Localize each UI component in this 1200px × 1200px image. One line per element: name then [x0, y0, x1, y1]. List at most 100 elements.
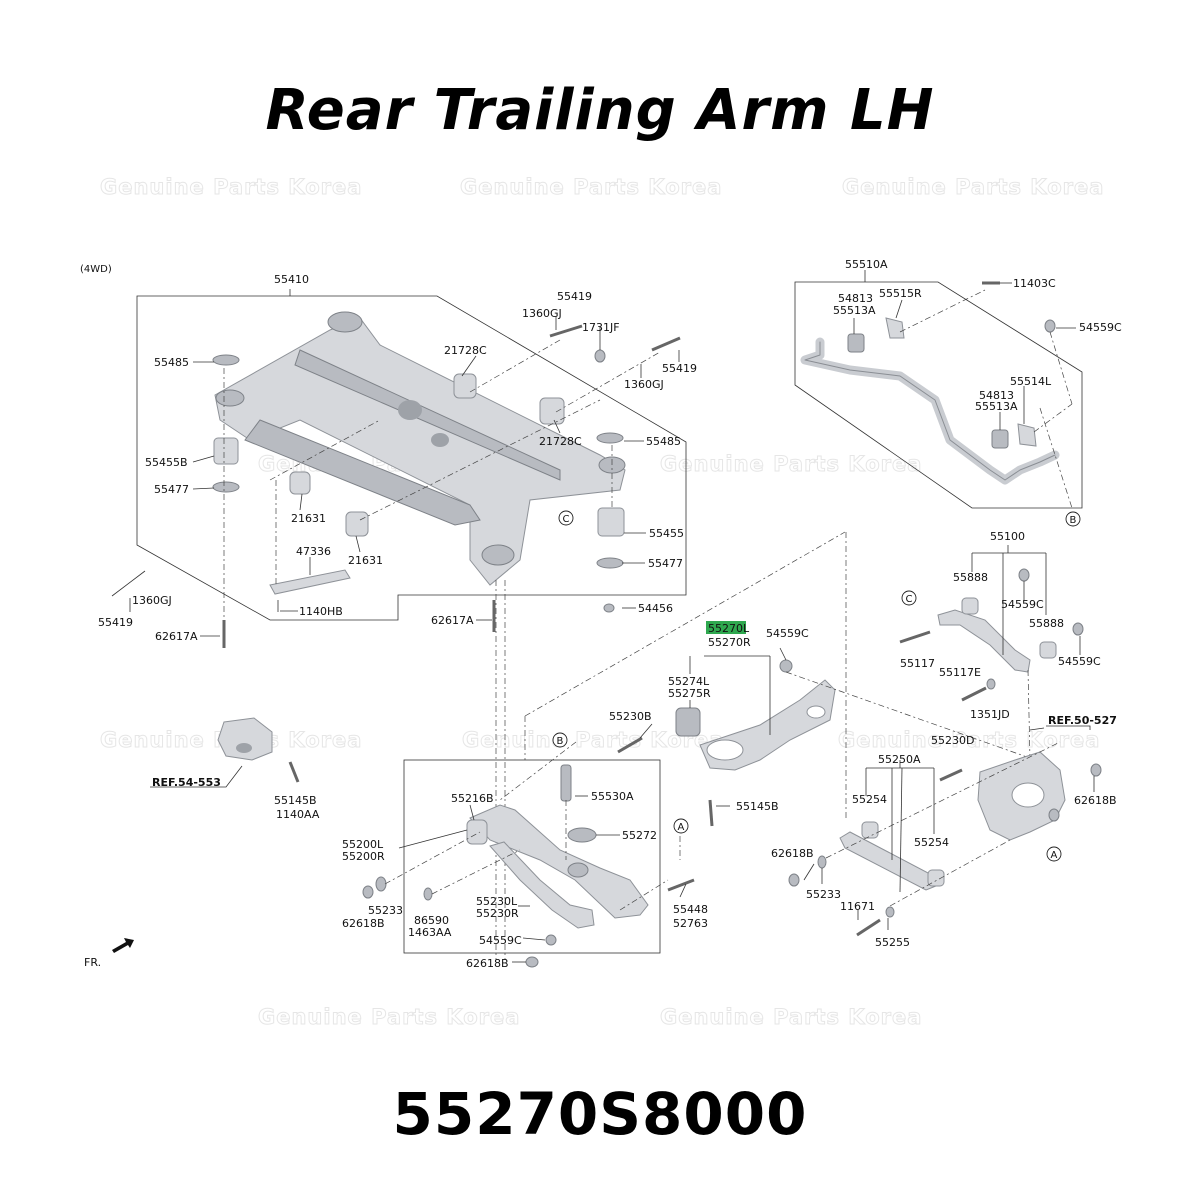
part-number: 55270S8000	[392, 1080, 808, 1148]
bushing-55455b[interactable]	[213, 437, 239, 465]
washer-55233-a[interactable]	[375, 876, 387, 892]
callout: 55477	[154, 483, 189, 496]
callout: 62618B	[1074, 794, 1117, 807]
bracket-47336[interactable]	[269, 569, 351, 595]
nut-54559c-e[interactable]	[545, 934, 557, 946]
washer-55255[interactable]	[885, 906, 895, 918]
callout: 55274L	[668, 675, 710, 688]
bolt-11671[interactable]	[856, 918, 881, 937]
bushing-55888-b[interactable]	[1039, 641, 1057, 659]
mount-ref54[interactable]	[217, 717, 273, 761]
bolt-55117e[interactable]	[961, 686, 987, 702]
callout: 55117E	[939, 666, 981, 679]
nut-62618b-d[interactable]	[1090, 763, 1102, 777]
callout: 55270R	[708, 636, 751, 649]
callout: 55100	[990, 530, 1025, 543]
watermark: Genuine Parts Korea	[841, 175, 1105, 200]
callout: 62617A	[431, 614, 474, 627]
washer-1351jd[interactable]	[986, 678, 996, 690]
bolt-55230b[interactable]	[617, 736, 643, 754]
marker-c	[558, 510, 574, 526]
callout: 55455	[649, 527, 684, 540]
lower-arm-55230l[interactable]	[489, 841, 595, 929]
callout: 55233	[806, 888, 841, 901]
ref-label: REF.50-527	[1048, 714, 1117, 727]
bushing-55254-a[interactable]	[861, 821, 879, 839]
callout: 21631	[291, 512, 326, 525]
lower-arm-55200l[interactable]	[469, 804, 649, 919]
bushing-55254-b[interactable]	[927, 869, 945, 887]
callout: 62617A	[155, 630, 198, 643]
callout: 55275R	[668, 687, 711, 700]
bolt-55117[interactable]	[899, 630, 931, 644]
marker-a	[673, 818, 689, 834]
variant-label: (4WD)	[80, 264, 112, 275]
callout: 54813	[838, 292, 873, 305]
bracket-55515r[interactable]	[885, 317, 905, 339]
callout: 1360GJ	[624, 378, 664, 391]
washer-55477[interactable]	[212, 481, 240, 493]
callout: 52763	[673, 917, 708, 930]
callout: 55455B	[145, 456, 188, 469]
callout: 55254	[914, 836, 949, 849]
washer-55485[interactable]	[212, 354, 240, 366]
marker-label: C	[563, 514, 570, 525]
callout-highlighted: 55270L	[708, 622, 750, 635]
bolt-55145b[interactable]	[708, 799, 714, 827]
callout: 54559C	[1079, 321, 1122, 334]
callout: 86590	[414, 914, 449, 927]
bolt-55419-c[interactable]	[111, 570, 146, 597]
bolt-55419-b[interactable]	[651, 336, 681, 352]
callout: 62618B	[342, 917, 385, 930]
washer-55485-b[interactable]	[596, 432, 624, 444]
callout: 1140HB	[299, 605, 343, 618]
callout: 55419	[98, 616, 133, 629]
bolt-55145b-a[interactable]	[288, 761, 300, 783]
callout: 55117	[900, 657, 935, 670]
bolt-55419-a[interactable]	[549, 324, 583, 338]
bushing-55888-a[interactable]	[961, 597, 979, 615]
nut-62618b-e[interactable]	[788, 873, 800, 887]
bushing-55216b[interactable]	[466, 819, 488, 845]
subframe-group-frame	[136, 295, 687, 621]
watermark: Genuine Parts Korea	[659, 1005, 923, 1030]
bolt-55448[interactable]	[667, 878, 695, 892]
bushing-55455[interactable]	[597, 507, 625, 537]
nut-54456[interactable]	[603, 603, 615, 613]
bolt-55230d[interactable]	[939, 768, 963, 782]
rear-subframe[interactable]	[214, 311, 626, 586]
bushing-21631-a[interactable]	[289, 471, 311, 495]
callout: 1351JD	[970, 708, 1010, 721]
bracket-55514l[interactable]	[1017, 423, 1037, 447]
marker-label: C	[906, 594, 913, 605]
callout: 1360GJ	[132, 594, 172, 607]
marker-label: B	[557, 736, 564, 747]
stabilizer-group-frame	[794, 281, 1083, 509]
callout: 55230R	[476, 907, 519, 920]
nut-62618b-c[interactable]	[1048, 808, 1060, 822]
bushing-55513a-a[interactable]	[847, 333, 865, 353]
callout: 1140AA	[276, 808, 320, 821]
watermark: Genuine Parts Korea	[99, 175, 363, 200]
callout: 55200L	[342, 838, 384, 851]
ref-label: REF.54-553	[152, 776, 221, 789]
callout: 55448	[673, 903, 708, 916]
callout: 55888	[1029, 617, 1064, 630]
callout: 54559C	[1001, 598, 1044, 611]
watermark: Genuine Parts Korea	[659, 452, 923, 477]
nut-62618b-b[interactable]	[362, 885, 374, 899]
callout: 55230D	[931, 734, 974, 747]
callout: 54559C	[766, 627, 809, 640]
bushing-21631-b[interactable]	[345, 511, 369, 537]
marker-label: B	[1070, 515, 1077, 526]
nut-54559c-c[interactable]	[1072, 622, 1084, 636]
watermark: Genuine Parts Korea	[257, 1005, 521, 1030]
callout: 55485	[154, 356, 189, 369]
callout: 55145B	[274, 794, 317, 807]
callout: 11403C	[1013, 277, 1056, 290]
bushing-55274l[interactable]	[675, 707, 701, 737]
marker-c-2	[901, 590, 917, 606]
callout: 55419	[557, 290, 592, 303]
